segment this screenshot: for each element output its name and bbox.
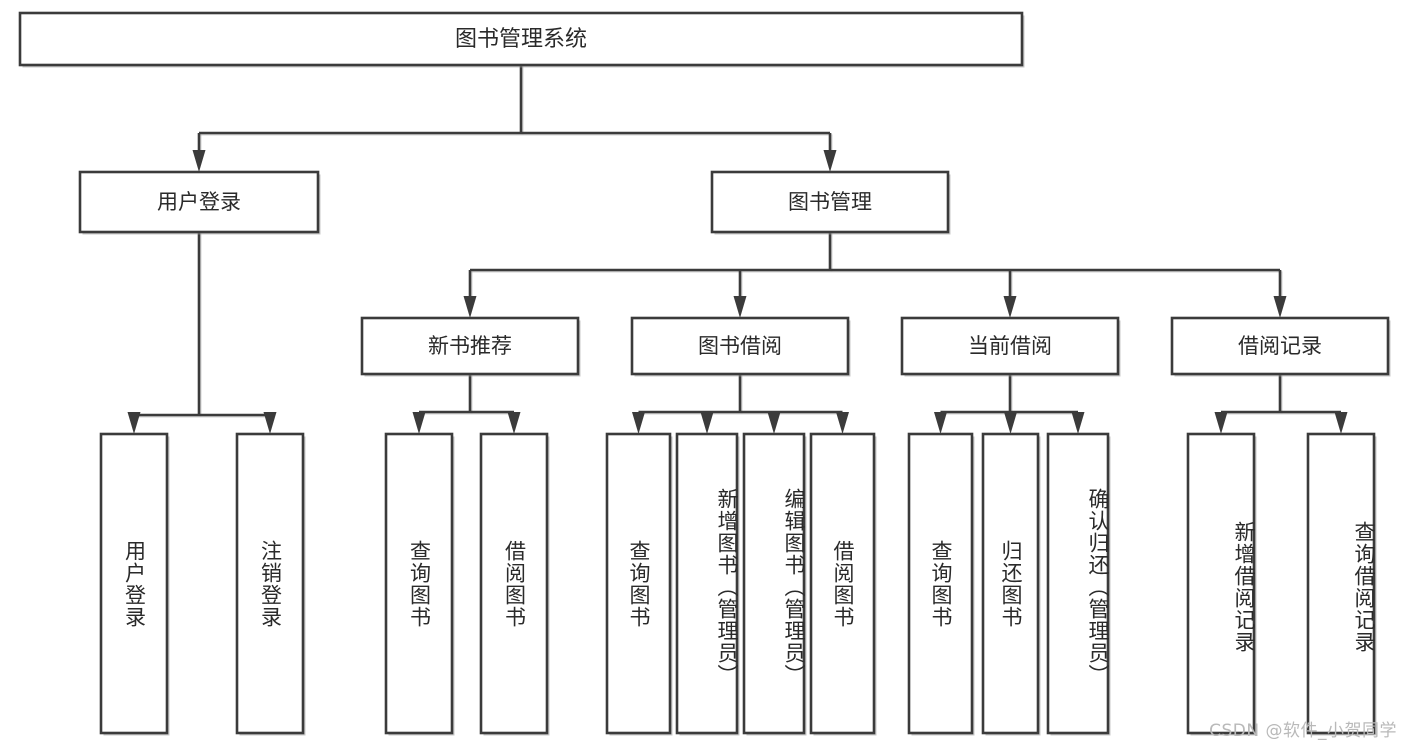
connector-edges [127, 65, 1348, 434]
node-label-user-login: 用户登录 [157, 190, 241, 214]
node-label-root: 图书管理系统 [455, 27, 587, 52]
node-box-leaf-borrow-book-rec[interactable] [479, 432, 549, 735]
node-box-user-login[interactable] [78, 170, 320, 234]
watermark-text: CSDN @软件_小贺同学 [1209, 721, 1397, 741]
node-box-leaf-query-book-cur[interactable] [907, 432, 974, 735]
arrow-icon-user-login [192, 150, 206, 172]
node-label-current-borrow: 当前借阅 [968, 334, 1052, 358]
arrow-icon-leaf-add-record [1214, 412, 1228, 434]
node-box-leaf-query-book-bw[interactable] [605, 432, 672, 735]
node-box-leaf-add-book[interactable] [675, 432, 739, 735]
arrow-icon-leaf-query-book-bw [632, 412, 645, 434]
node-box-leaf-user-login[interactable] [99, 432, 169, 735]
node-box-leaf-return-book[interactable] [981, 432, 1040, 735]
arrow-icon-leaf-logout [263, 412, 277, 434]
node-label-book-manage: 图书管理 [788, 190, 872, 214]
arrow-icon-leaf-edit-book [767, 412, 781, 434]
node-label-borrow-record: 借阅记录 [1238, 334, 1322, 358]
node-box-book-manage[interactable] [710, 170, 950, 234]
node-box-leaf-logout[interactable] [235, 432, 305, 735]
arrow-icon-leaf-return-book [1004, 412, 1017, 434]
node-box-new-book-rec[interactable] [360, 316, 580, 376]
arrow-icon-book-manage [823, 150, 837, 172]
node-box-root[interactable] [18, 11, 1024, 67]
arrow-icon-leaf-borrow-book-bw [836, 412, 849, 434]
node-box-book-borrow[interactable] [630, 316, 850, 376]
node-box-leaf-query-record[interactable] [1306, 432, 1376, 735]
node-boxes [18, 11, 1391, 736]
arrow-icon-leaf-add-book [700, 412, 714, 434]
node-box-leaf-confirm-return[interactable] [1046, 432, 1110, 735]
node-box-leaf-query-book-rec[interactable] [384, 432, 454, 735]
node-box-leaf-add-record[interactable] [1186, 432, 1256, 735]
arrow-icon-leaf-query-book-rec [412, 412, 426, 434]
arrow-icon-new-book-rec [463, 296, 477, 318]
node-box-current-borrow[interactable] [900, 316, 1120, 376]
arrow-icon-leaf-query-record [1334, 412, 1348, 434]
arrow-icon-leaf-query-book-cur [934, 412, 947, 434]
node-box-borrow-record[interactable] [1170, 316, 1390, 376]
node-box-leaf-borrow-book-bw[interactable] [809, 432, 876, 735]
node-box-leaf-edit-book[interactable] [742, 432, 806, 735]
arrow-icon-leaf-user-login [127, 412, 141, 434]
arrow-icon-borrow-record [1273, 296, 1287, 318]
arrow-icon-leaf-borrow-book-rec [507, 412, 521, 434]
arrow-icon-current-borrow [1003, 296, 1017, 318]
node-label-book-borrow: 图书借阅 [698, 334, 782, 358]
arrow-icon-book-borrow [733, 296, 747, 318]
node-label-new-book-rec: 新书推荐 [428, 334, 512, 358]
arrow-icon-leaf-confirm-return [1071, 412, 1085, 434]
